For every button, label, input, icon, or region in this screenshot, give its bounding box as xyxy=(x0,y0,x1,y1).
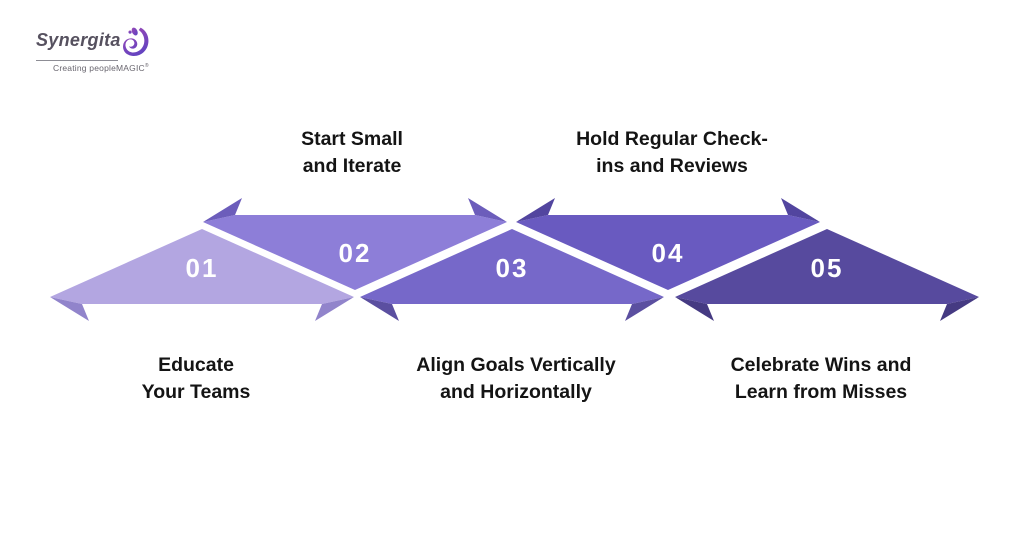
step-arrow-01: 01 xyxy=(45,224,359,321)
arrow-fold xyxy=(625,297,664,321)
step-label-line: ins and Reviews xyxy=(596,155,748,177)
step-arrow-02: 02 xyxy=(198,198,512,295)
step-label-line: Your Teams xyxy=(141,381,251,403)
step-number: 05 xyxy=(811,253,844,283)
step-label-05: Celebrate Wins and Learn from Misses xyxy=(731,352,912,406)
arrow-fold xyxy=(203,198,242,222)
step-label-line: Hold Regular Check- xyxy=(576,128,768,150)
step-number: 01 xyxy=(186,253,219,283)
arrow-fold xyxy=(50,297,89,321)
step-arrow-04: 04 xyxy=(511,198,825,295)
registered-mark: ® xyxy=(144,63,149,70)
step-label-line: Celebrate Wins and xyxy=(730,354,912,376)
step-arrow-05: 05 xyxy=(670,224,984,321)
step-label-01: Educate Your Teams xyxy=(142,352,251,406)
step-label-line: and Iterate xyxy=(302,155,402,177)
brand-logo: Synergita Creating peopleMAGIC® xyxy=(36,25,176,73)
brand-tagline-text: Creating peopleMAGIC xyxy=(53,63,145,73)
step-number: 04 xyxy=(652,238,685,268)
step-label-line: Educate xyxy=(158,354,234,376)
step-label-line: and Horizontally xyxy=(440,381,592,403)
step-label-02: Start Small and Iterate xyxy=(301,126,403,180)
arrow-fold xyxy=(781,198,820,222)
step-arrow-03: 03 xyxy=(355,224,669,321)
step-label-line: Align Goals Vertically xyxy=(416,354,616,376)
brand-name: Synergita xyxy=(36,30,121,50)
arrow-fold xyxy=(360,297,399,321)
brand-tagline: Creating peopleMAGIC® xyxy=(53,63,176,73)
arrow-fold xyxy=(315,297,354,321)
step-number: 03 xyxy=(496,253,529,283)
arrow-fold xyxy=(516,198,555,222)
step-number: 02 xyxy=(339,238,372,268)
arrow-fold xyxy=(675,297,714,321)
step-label-line: Start Small xyxy=(301,128,403,150)
arrow-fold xyxy=(468,198,507,222)
arrow-fold xyxy=(940,297,979,321)
step-label-line: Learn from Misses xyxy=(734,381,908,403)
step-label-04: Hold Regular Check- ins and Reviews xyxy=(576,126,768,180)
brand-swirl-icon xyxy=(122,27,149,56)
logo-row: Synergita xyxy=(36,25,176,59)
logo-divider xyxy=(36,60,118,61)
step-label-03: Align Goals Vertically and Horizontally xyxy=(416,352,615,406)
